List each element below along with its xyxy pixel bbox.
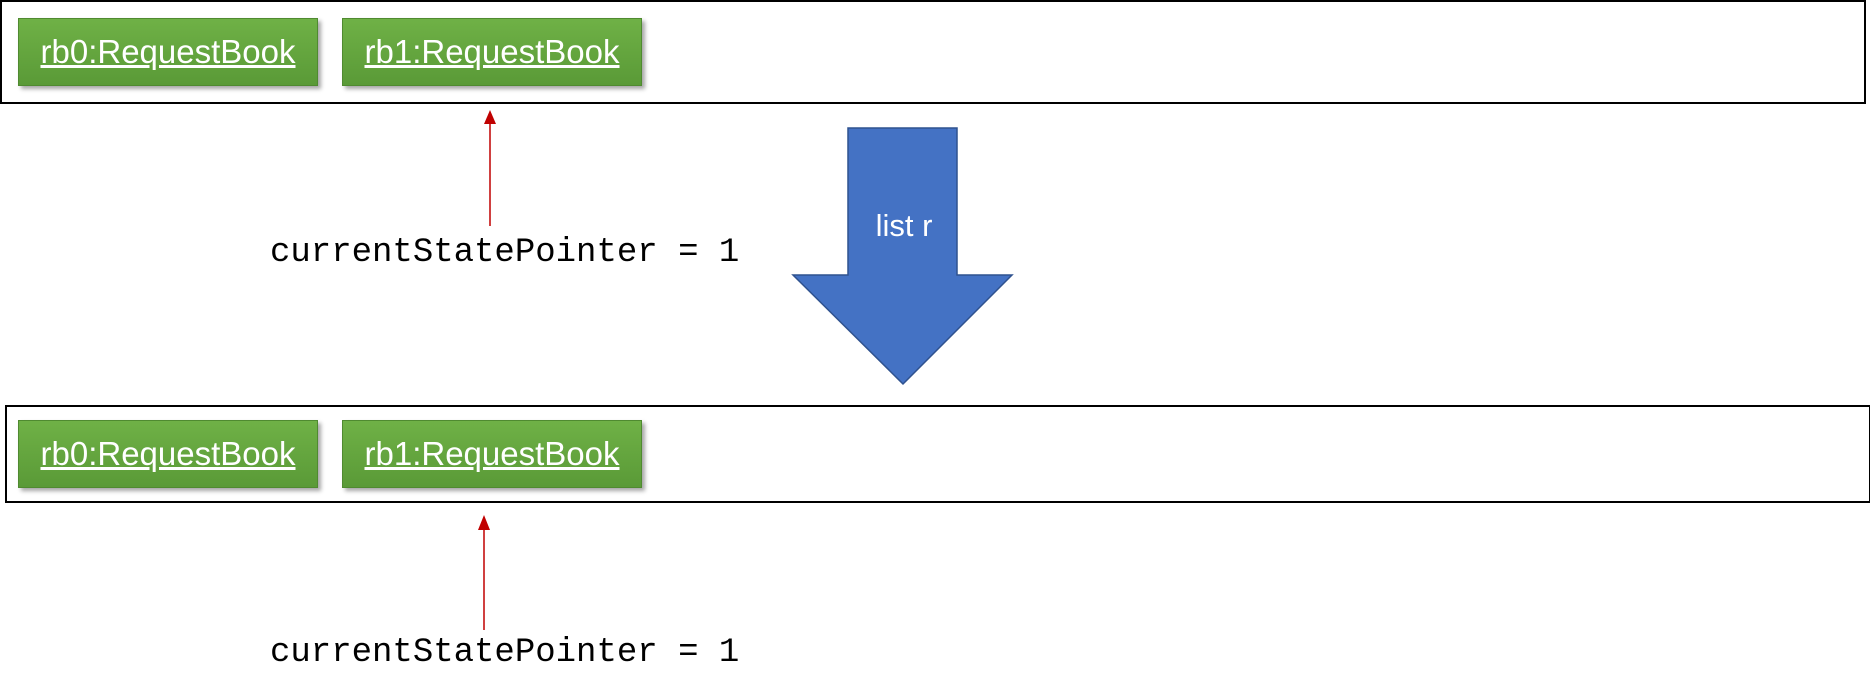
state-box-rb0-before: rb0:RequestBook [18,18,318,86]
state-box-rb1-after: rb1:RequestBook [342,420,642,488]
pointer-arrow-before [484,110,496,226]
command-arrow-icon [791,127,1014,386]
current-state-pointer-label-after: currentStatePointer = 1 [270,634,740,672]
state-box-rb1-before: rb1:RequestBook [342,18,642,86]
command-label: list r [875,208,933,243]
current-state-pointer-label-before: currentStatePointer = 1 [270,234,740,272]
state-box-rb0-after: rb0:RequestBook [18,420,318,488]
pointer-arrow-after [478,515,490,630]
